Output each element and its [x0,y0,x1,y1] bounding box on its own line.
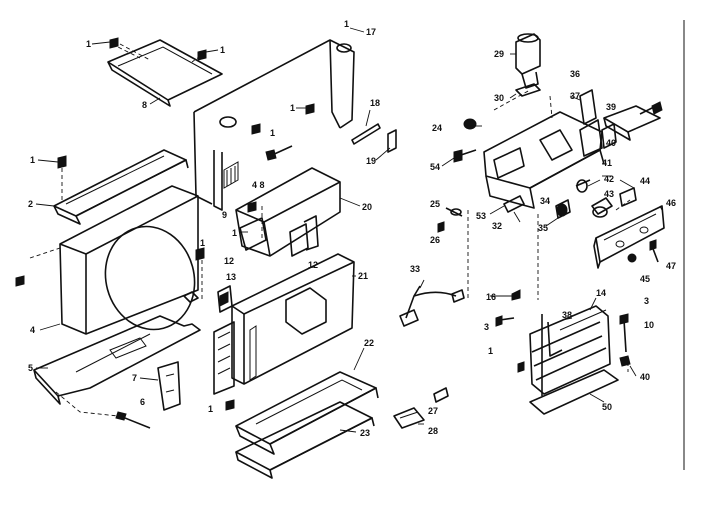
callout-1: 1 [208,404,213,414]
cabinet-shell-part [193,39,355,211]
screw-part-16 [511,289,521,301]
bracket-28 [393,407,425,429]
callout-27: 27 [428,406,438,416]
assembly-axes [29,43,631,372]
callout-26: 26 [430,235,440,245]
screw-part-6 [115,411,151,429]
callout-1: 1 [200,238,205,248]
callout-22: 22 [364,338,374,348]
callout-38: 38 [562,310,572,320]
callout-4-8: 4 8 [252,180,265,190]
screw-part-54 [453,149,477,163]
leader-dash [55,391,119,417]
base-rail-part [33,315,201,405]
callout-53: 53 [476,211,486,221]
callout-35: 35 [538,223,548,233]
rod-part [351,123,381,145]
callout-1: 1 [488,346,493,356]
knob-45-47 [627,239,659,263]
callout-4: 4 [30,325,35,335]
callout-40: 40 [606,138,616,148]
side-bracket-part [157,361,181,411]
front-grille-part [53,149,189,225]
callout-1: 1 [30,155,35,165]
callout-30: 30 [494,93,504,103]
evaporator-part [529,305,611,396]
screws-10-40-3 [495,313,631,367]
base-pan-part-23 [235,401,375,479]
callout-1: 1 [86,39,91,49]
callout-16: 16 [486,292,496,302]
callout-18: 18 [370,98,380,108]
callout-6: 6 [140,397,145,407]
callout-28: 28 [428,426,438,436]
callout-12: 12 [224,256,234,266]
callout-9: 9 [222,210,227,220]
callout-1: 1 [270,128,275,138]
callout-40: 40 [640,372,650,382]
callout-7: 7 [132,373,137,383]
callout-44: 44 [640,176,650,186]
knob-parts [556,179,613,218]
base-pan-part-22 [235,371,379,455]
callout-1: 1 [220,45,225,55]
clip-27 [433,387,449,403]
callout-17: 17 [366,27,376,37]
callout-54: 54 [430,162,440,172]
callout-1: 1 [232,228,237,238]
callout-47: 47 [666,261,676,271]
callout-24: 24 [432,123,442,133]
callout-1: 1 [344,19,349,29]
callout-labels: 1 1 8 1 17 1 18 19 1 1 2 4 8 9 20 1 12 1… [28,19,676,438]
callout-23: 23 [360,428,370,438]
bracket-part [387,129,397,153]
callout-25: 25 [430,199,440,209]
callout-13: 13 [226,272,236,282]
callout-3: 3 [644,296,649,306]
fan-shroud-part [235,167,341,257]
callout-21: 21 [358,271,368,281]
callout-29: 29 [494,49,504,59]
callout-8: 8 [142,100,147,110]
callout-19: 19 [366,156,376,166]
nut-part-24 [463,118,477,130]
condenser-panel-part [213,253,355,395]
callout-42: 42 [604,174,614,184]
screws-part-1 [15,37,525,411]
callout-36: 36 [570,69,580,79]
clip-part [265,145,293,161]
control-panel-part [593,205,665,269]
fitting-part [515,33,541,89]
front-panel-part [59,185,199,335]
callout-50: 50 [602,402,612,412]
bracket-part-36 [579,89,597,125]
leader-lines [35,27,663,433]
callout-43: 43 [604,189,614,199]
callout-34: 34 [540,196,550,206]
callout-39: 39 [606,102,616,112]
sensor-cable-part [399,285,465,327]
motor-part [183,285,233,313]
callout-20: 20 [362,202,372,212]
callout-41: 41 [602,158,612,168]
callout-37: 37 [570,91,580,101]
bracket-part-30 [515,83,541,97]
callout-5: 5 [28,363,33,373]
callout-3: 3 [484,322,489,332]
callout-32: 32 [492,221,502,231]
filter-plate-part [529,369,619,415]
callout-10: 10 [644,320,654,330]
callout-33: 33 [410,264,420,274]
small-fasteners [437,195,571,300]
control-chassis-part [483,101,663,209]
callout-12: 12 [308,260,318,270]
switch-part [619,187,637,207]
callout-45: 45 [640,274,650,284]
callout-46: 46 [666,198,676,208]
callout-14: 14 [596,288,606,298]
callout-1: 1 [290,103,295,113]
callout-2: 2 [28,199,33,209]
